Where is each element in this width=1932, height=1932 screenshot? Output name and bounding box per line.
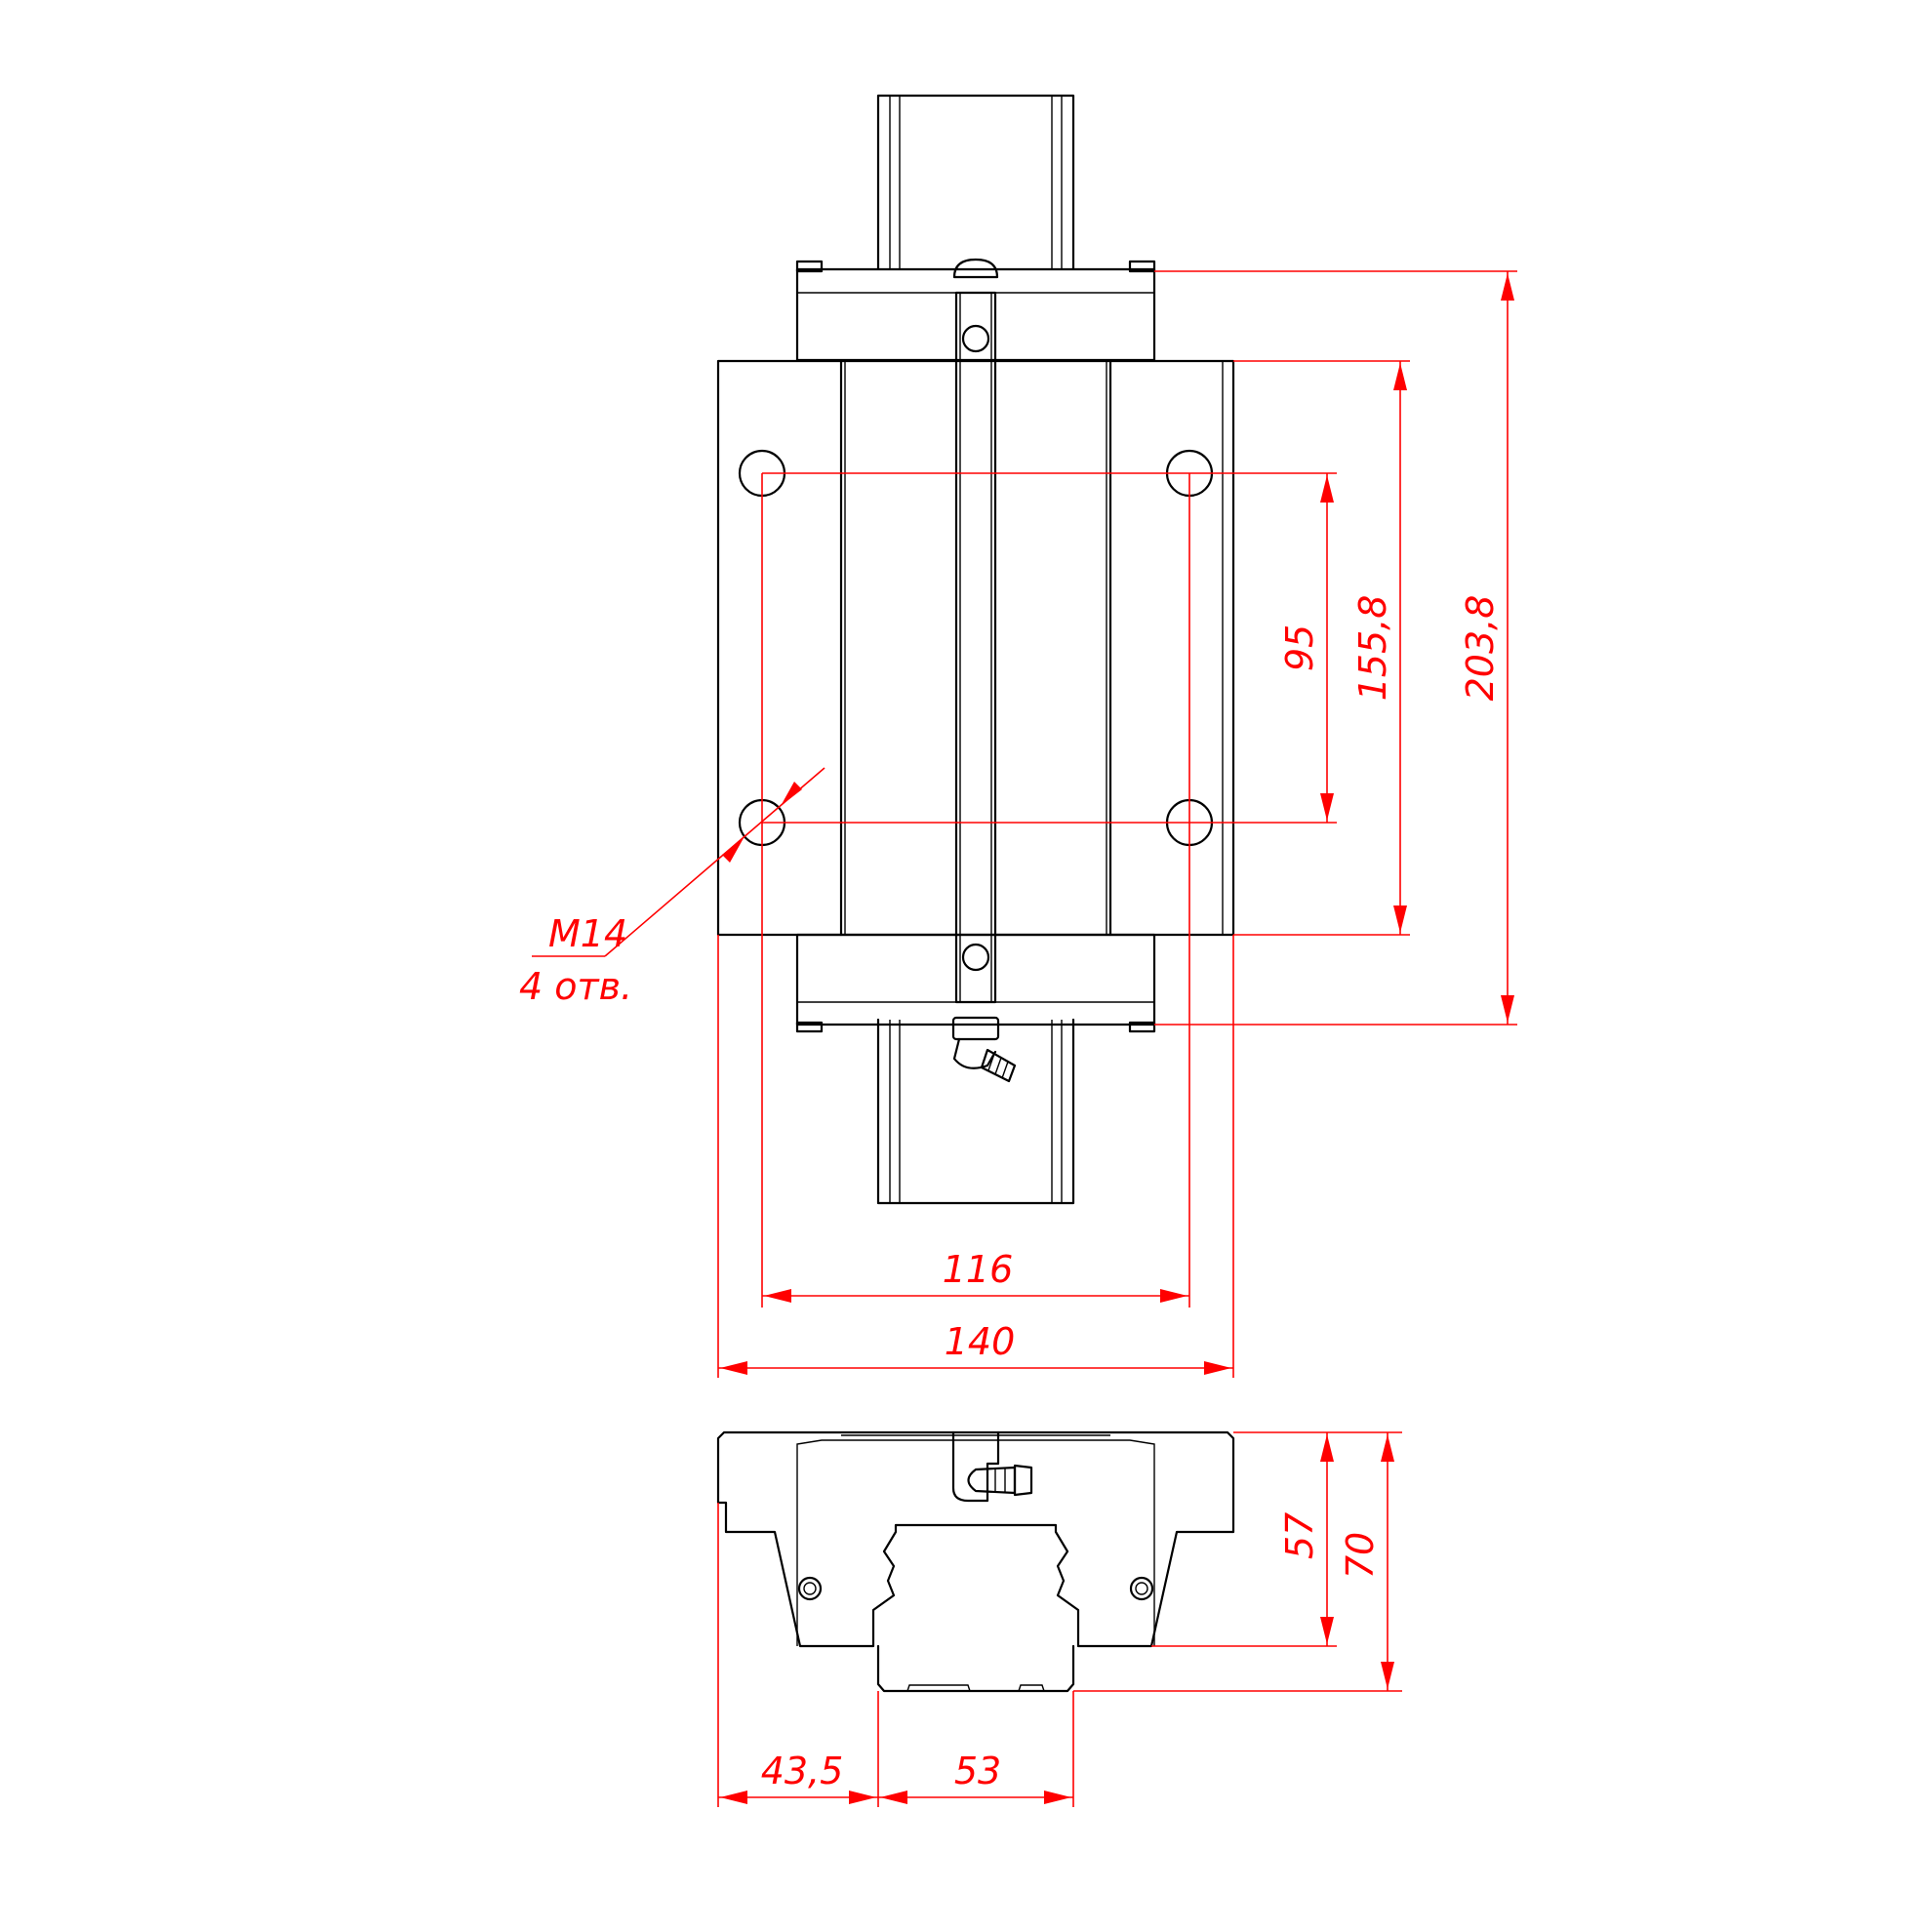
carriage-block-body bbox=[716, 291, 1235, 1004]
carriage-block-profile bbox=[716, 1430, 1235, 1648]
dimension-155-8: 155,8 bbox=[1351, 361, 1407, 935]
dimension-53: 53 bbox=[878, 1750, 1073, 1804]
top-view-dimension-lines bbox=[717, 270, 1517, 1378]
end-view-dimension-lines bbox=[717, 1431, 1402, 1807]
seal-screw-bottom bbox=[961, 943, 990, 972]
dimension-203-8: 203,8 bbox=[1459, 271, 1514, 1025]
dimension-label-flange-offset: 43,5 bbox=[761, 1750, 844, 1792]
dimension-95: 95 bbox=[1278, 473, 1334, 823]
top-view: 95 155,8 203,8 116 140 bbox=[519, 94, 1517, 1378]
dimension-label-rail-width: 53 bbox=[954, 1750, 1001, 1792]
side-screw-left bbox=[797, 1576, 823, 1601]
rail-profile bbox=[876, 1644, 1075, 1693]
dimension-57: 57 bbox=[1278, 1432, 1334, 1646]
thread-callout-label: M14 bbox=[548, 912, 627, 955]
dimension-label-block-body-length: 155,8 bbox=[1351, 595, 1394, 702]
side-screw-right bbox=[1129, 1576, 1154, 1601]
thread-callout-leader: M14 4 отв. bbox=[519, 767, 825, 1008]
dimension-label-height-to-rail-bottom: 57 bbox=[1278, 1512, 1321, 1559]
end-cap-top bbox=[795, 258, 1156, 362]
dimension-43-5: 43,5 bbox=[718, 1750, 878, 1804]
hole-count-label: 4 отв. bbox=[519, 965, 632, 1008]
dimension-label-block-width: 140 bbox=[945, 1320, 1016, 1363]
end-view: 57 70 43,5 53 bbox=[716, 1430, 1402, 1807]
grease-nipple-end-view bbox=[951, 1430, 1033, 1503]
dimension-label-hole-pitch-y: 95 bbox=[1278, 624, 1321, 671]
rail-top-view bbox=[876, 94, 1075, 1205]
dimension-140: 140 bbox=[718, 1320, 1233, 1375]
dimension-label-block-total-length: 203,8 bbox=[1459, 595, 1502, 702]
dimension-label-hole-pitch-x: 116 bbox=[943, 1248, 1014, 1291]
grease-nipple-top-view bbox=[951, 1016, 1017, 1083]
dimension-label-total-height: 70 bbox=[1339, 1532, 1382, 1579]
seal-screw-top bbox=[961, 324, 990, 353]
dimension-116: 116 bbox=[762, 1248, 1189, 1303]
dimension-70: 70 bbox=[1339, 1432, 1394, 1691]
mounting-holes bbox=[738, 449, 1214, 847]
